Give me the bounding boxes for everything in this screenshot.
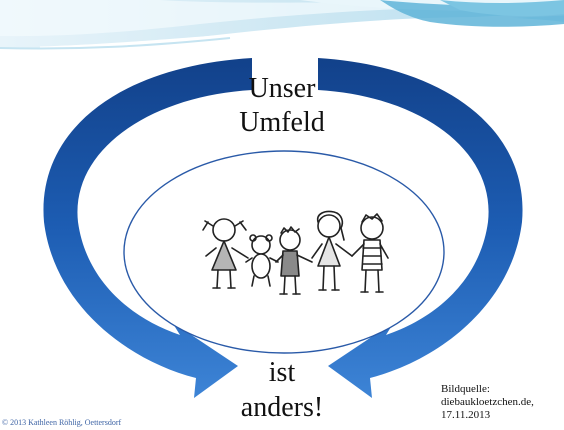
copyright-notice: © 2013 Kathleen Röhlig, Oettersdorf	[2, 418, 122, 427]
children-holding-hands-drawing	[202, 210, 389, 295]
source-date: 17.11.2013	[441, 409, 491, 421]
title-line-1: Unser	[248, 73, 316, 104]
bottom-line-1: ist	[268, 357, 296, 388]
header-decoration	[0, 0, 564, 50]
left-cycle-arrow	[43, 58, 253, 398]
right-cycle-arrow	[318, 58, 523, 398]
bottom-line-2: anders!	[240, 392, 324, 423]
source-site: diebaukloetzchen.de,	[441, 396, 534, 408]
image-source-note: Bildquelle: diebaukloetzchen.de, 17.11.2…	[441, 383, 563, 422]
source-label: Bildquelle:	[441, 383, 490, 395]
title-line-2: Umfeld	[239, 107, 325, 138]
